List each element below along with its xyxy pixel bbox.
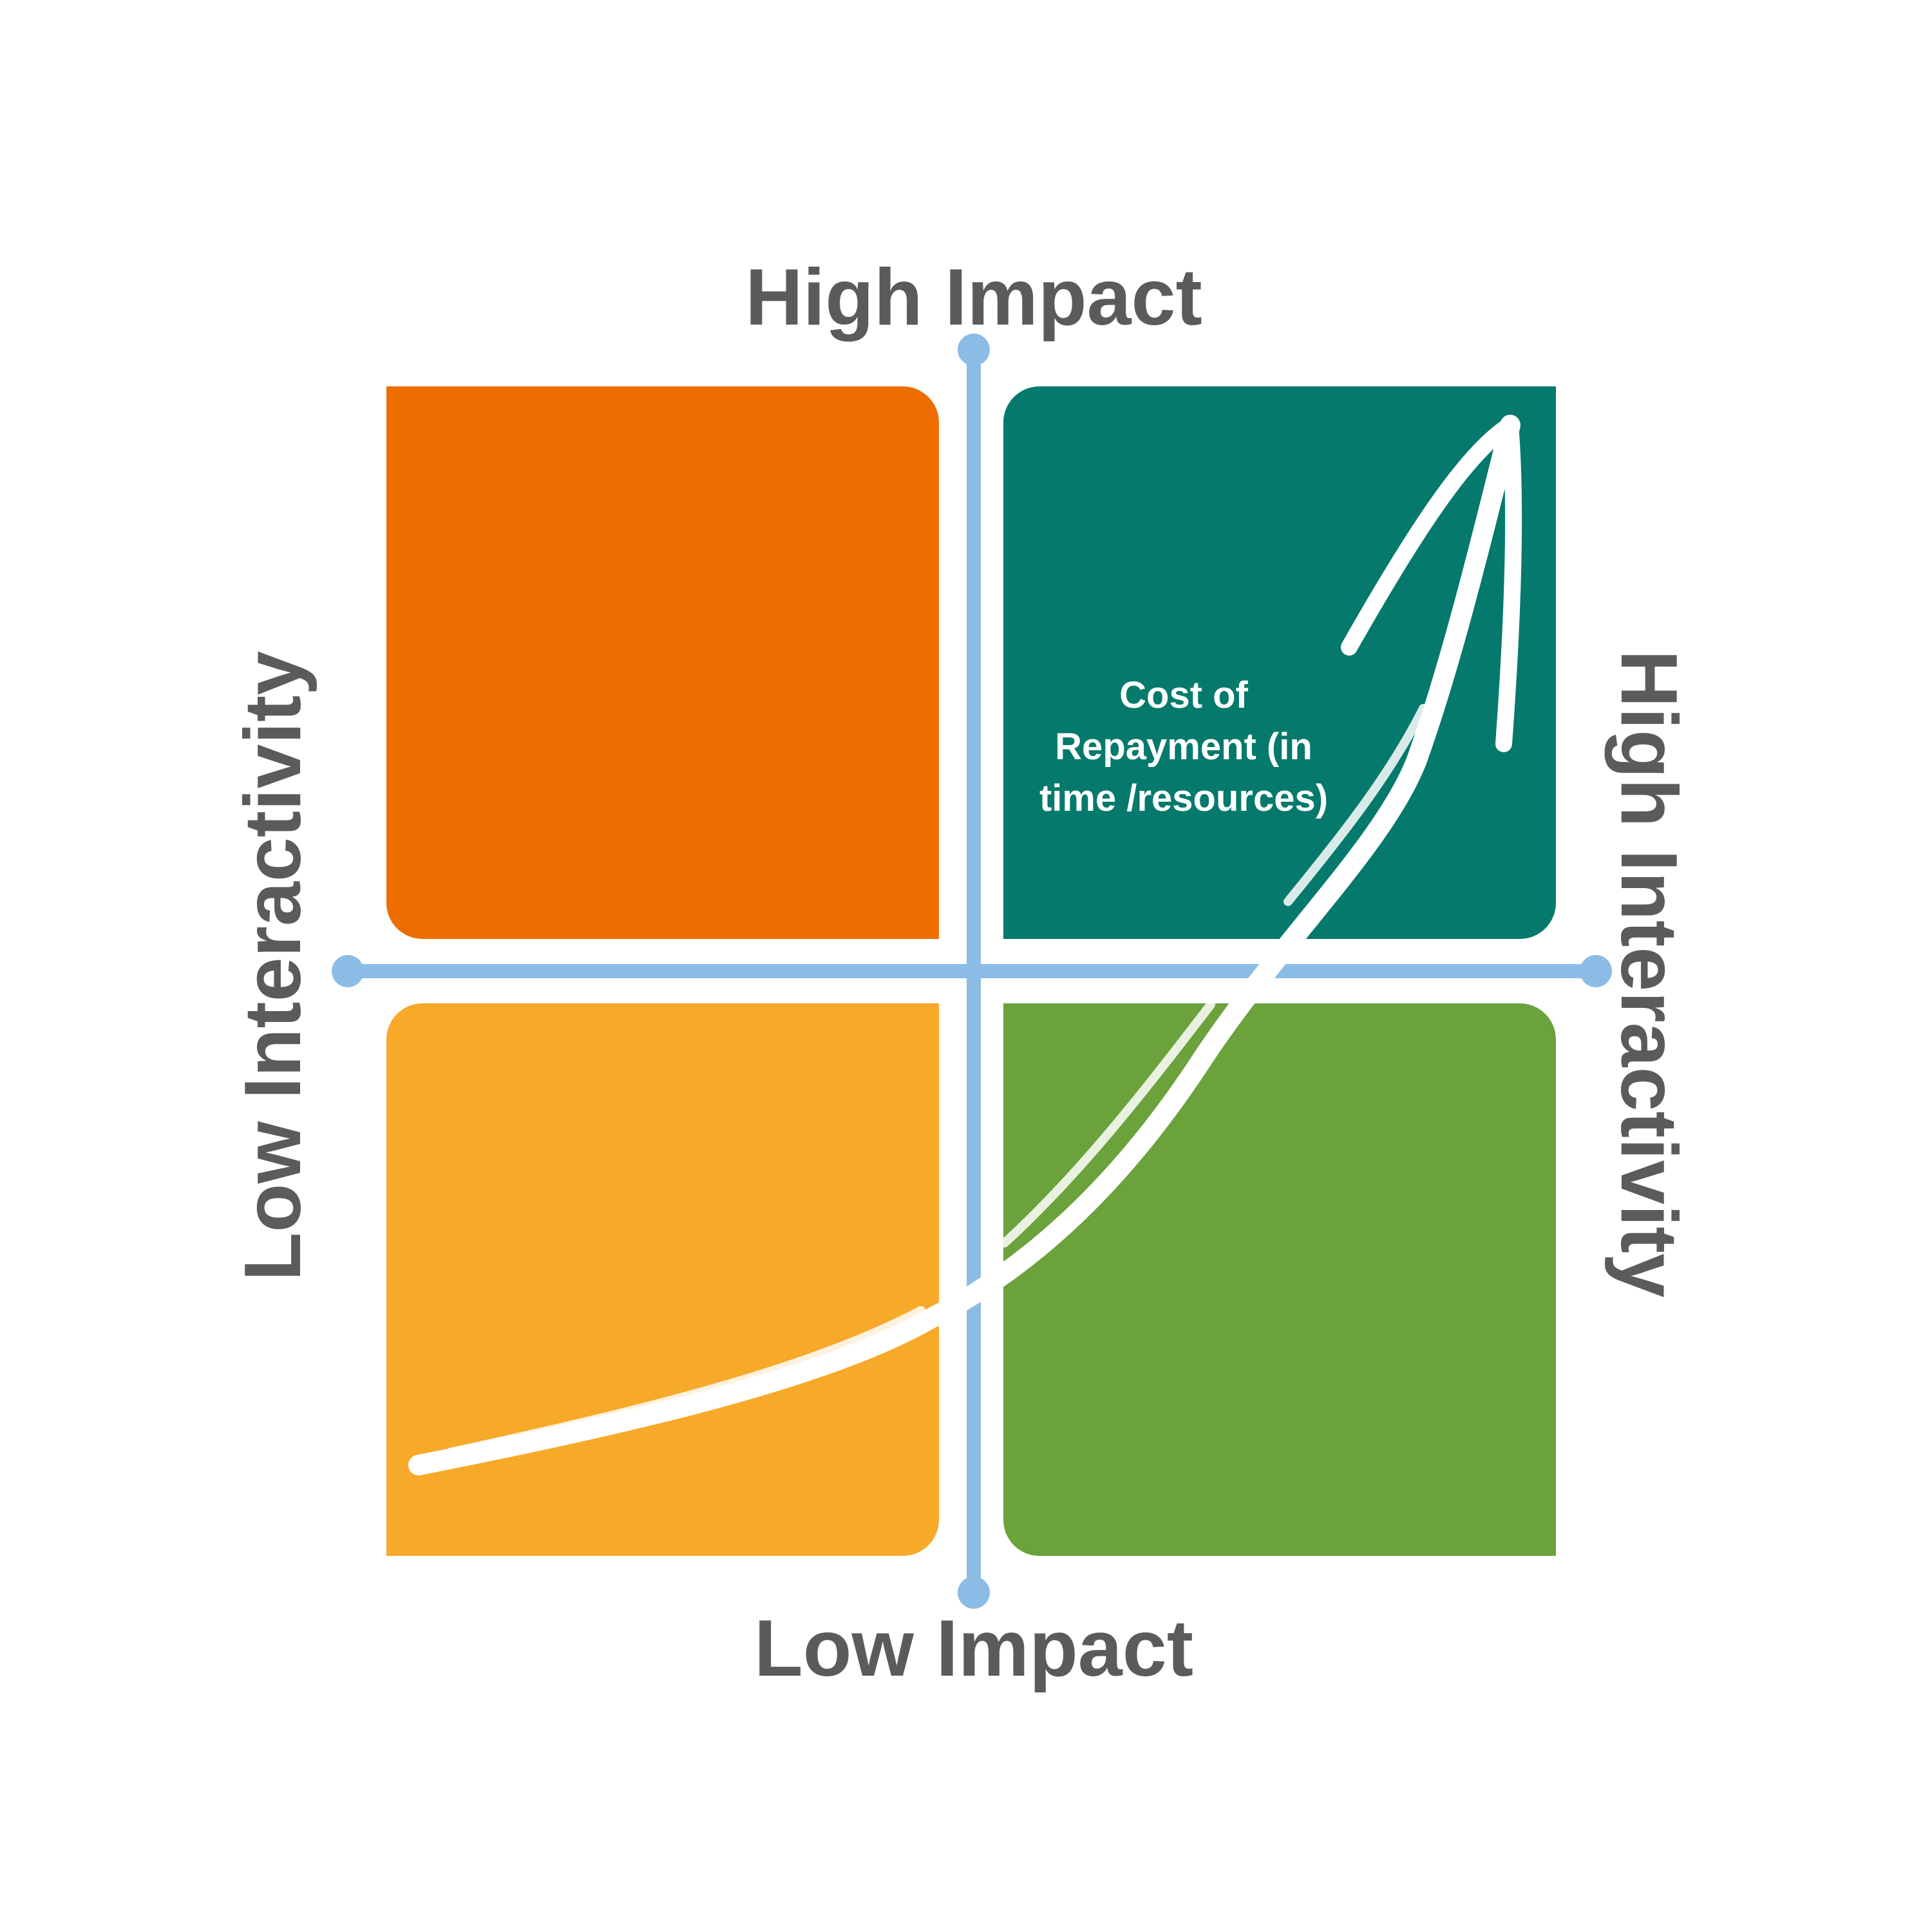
horizontal-axis-left-dot xyxy=(332,955,364,987)
axis-label-low-impact: Low Impact xyxy=(753,1604,1194,1693)
quadrant-low-impact-high-interactivity xyxy=(1003,1003,1556,1556)
vertical-axis-top-dot xyxy=(958,334,990,366)
axis-label-low-interactivity: Low Interactivity xyxy=(229,650,317,1282)
axis-label-high-impact: High Impact xyxy=(745,253,1202,342)
quadrant-low-impact-low-interactivity xyxy=(386,1003,939,1556)
horizontal-axis-right-dot xyxy=(1580,955,1612,987)
vertical-axis-bottom-dot xyxy=(958,1577,990,1609)
cost-curve xyxy=(408,415,1520,1475)
cost-curve-texture xyxy=(446,704,1428,1457)
curve-label: Cost of Repayment (in time /resources) xyxy=(1039,674,1329,819)
cost-curve-arrowhead-left xyxy=(1341,417,1519,656)
axis-label-high-interactivity: High Interactivity xyxy=(1604,650,1693,1298)
cost-curve-arrowhead-right xyxy=(1495,417,1522,752)
quadrant-high-impact-low-interactivity xyxy=(386,386,939,939)
